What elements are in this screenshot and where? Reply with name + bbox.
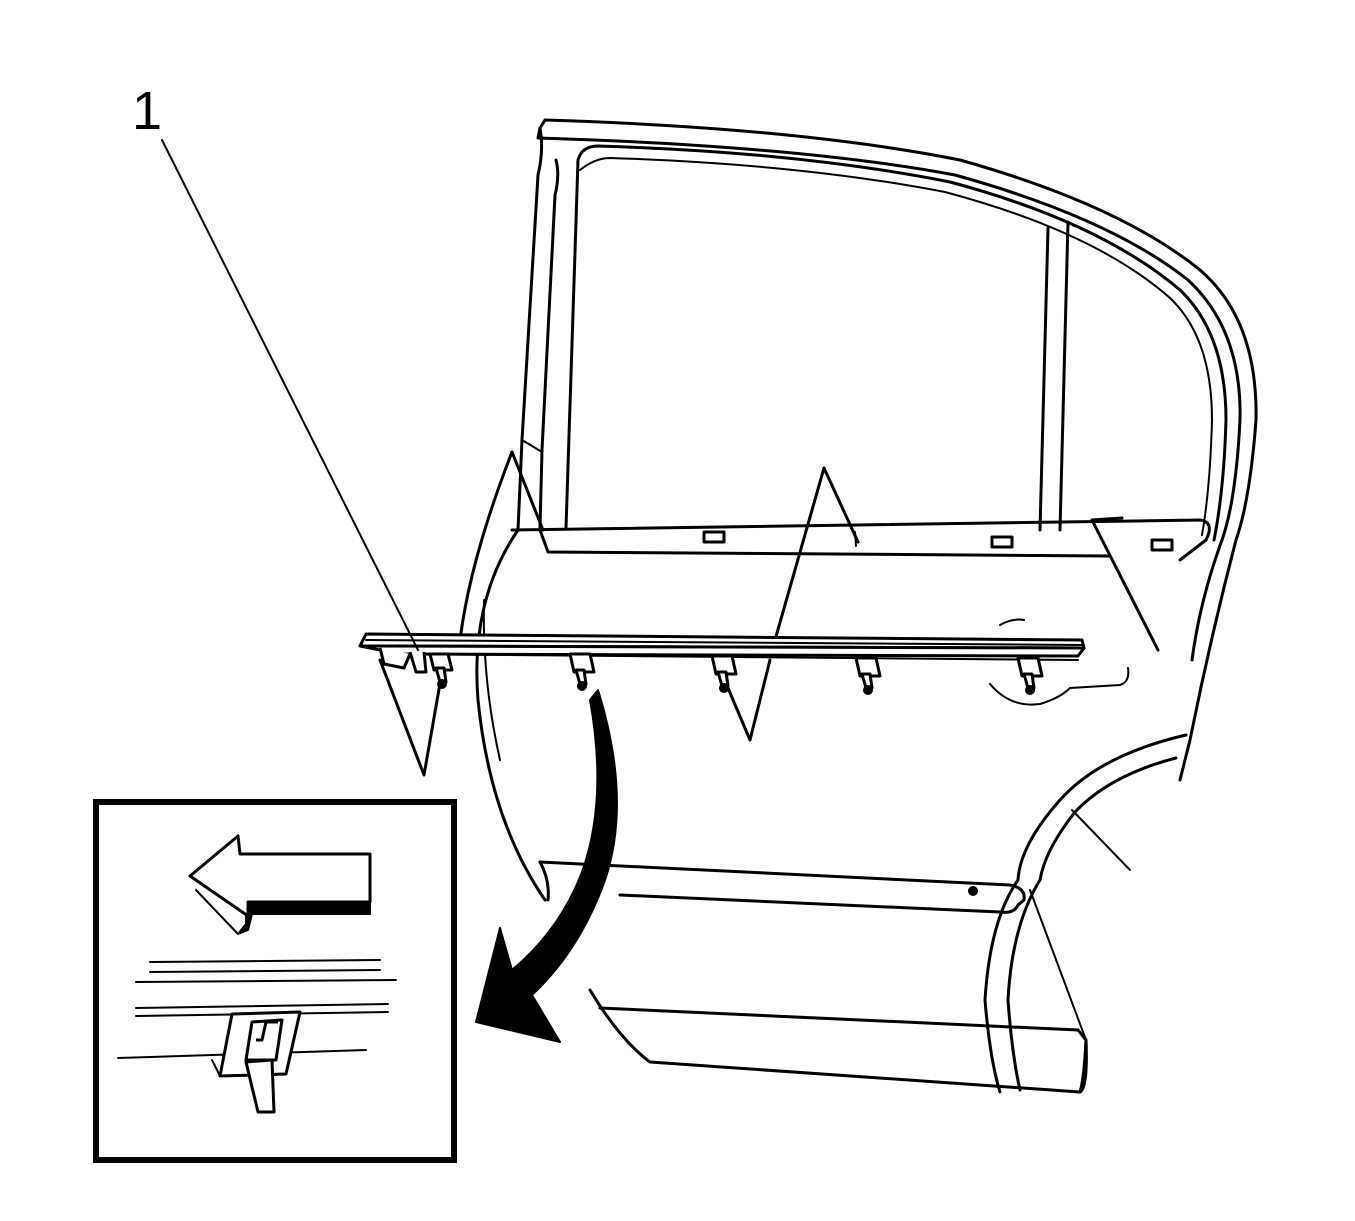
slide-direction-arrow-icon bbox=[188, 834, 372, 935]
rear-wheel-arch bbox=[983, 733, 1188, 1094]
lower-body-molding bbox=[538, 860, 1026, 914]
door-molding-strip bbox=[358, 632, 1086, 695]
callout-number-1: 1 bbox=[132, 81, 163, 141]
cutaway-planes bbox=[378, 450, 1160, 777]
belt-clip-slot-3 bbox=[1150, 538, 1174, 552]
molding-dot bbox=[968, 886, 978, 896]
molding-clip-1 bbox=[428, 652, 454, 689]
clip-detail bbox=[211, 1010, 302, 1114]
rear-door bbox=[475, 118, 1258, 1094]
belt-clip-slot-2 bbox=[990, 535, 1014, 549]
curved-arrow-icon bbox=[475, 689, 618, 1043]
door-lower-detail bbox=[989, 618, 1130, 706]
molding-clip-2 bbox=[568, 652, 596, 691]
molding-clip-4 bbox=[854, 656, 882, 695]
molding-clip-3 bbox=[710, 654, 738, 693]
detail-inset bbox=[93, 799, 457, 1163]
callout-leader-line bbox=[161, 139, 419, 651]
belt-clip-slot-1 bbox=[702, 530, 726, 544]
molding-clip-5 bbox=[1016, 656, 1044, 695]
belt-molding-area bbox=[510, 518, 1211, 562]
